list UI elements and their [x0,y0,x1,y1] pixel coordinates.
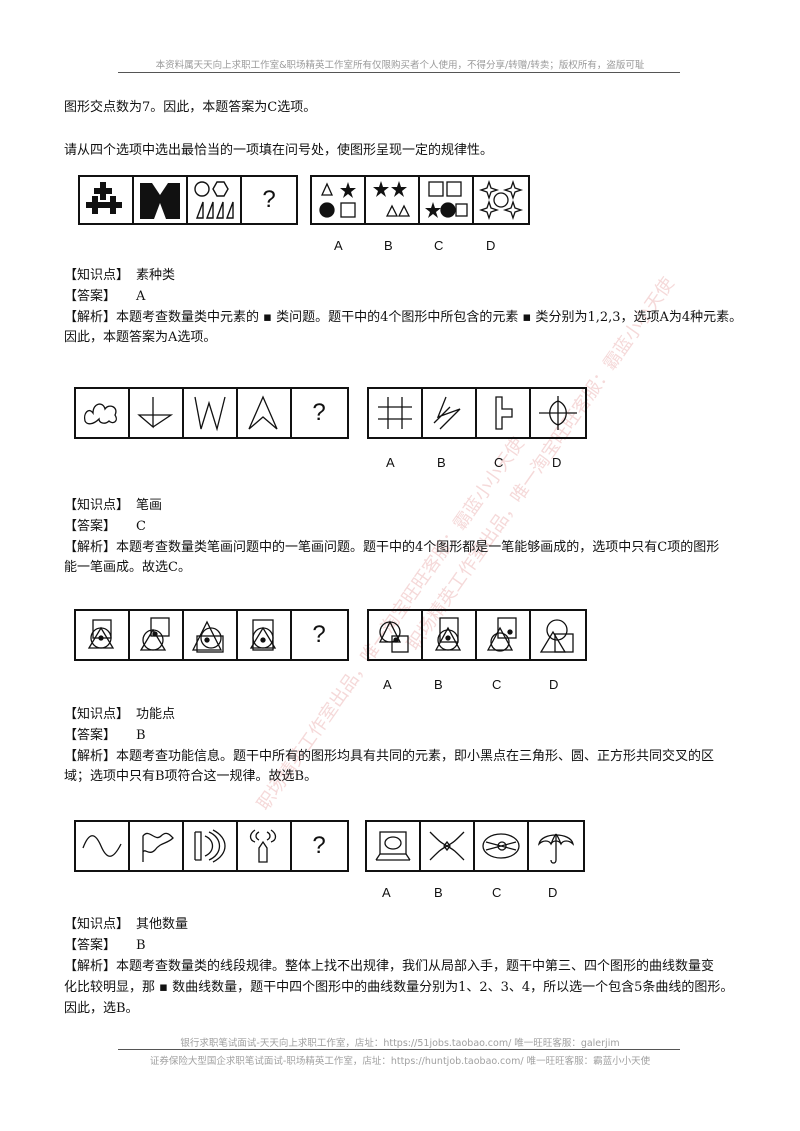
q2-stem-figure-1 [76,389,130,437]
q2-answer: 【答案】C [64,519,146,534]
q2-analysis: 【解析】本题考查数量类笔画问题中的一笔画问题。题干中的4个图形都是一笔能够画成的… [64,540,720,555]
q1-knowledge: 【知识点】素种类 [64,268,176,283]
q1-answer: 【答案】A [64,289,146,304]
q3-knowledge: 【知识点】功能点 [64,707,176,722]
q2-options-strip [367,387,587,439]
q3-answer: 【答案】B [64,728,146,743]
q4-stem-strip: ? [74,820,349,872]
q2-question-mark: ? [312,399,326,426]
q3-question-mark: ? [312,621,326,648]
q4-analysis-cont: 化比较明显，那 ▪ 数曲线数量，题干中四个图形中的曲线数量分别为1、2、3、4，… [64,980,734,995]
q2-analysis-cont: 能一笔画成。故选C。 [64,560,191,575]
q3-option-c-figure [477,611,531,659]
q4-stem-figure-4 [238,822,292,870]
q2-option-d-figure [531,389,585,437]
q4-stem-figure-2 [130,822,184,870]
q4-option-d-figure [529,822,583,870]
q4-question-mark: ? [312,832,326,859]
q2-stem-figure-3 [184,389,238,437]
q1-options-strip [310,175,530,225]
q3-stem-figure-3 [184,611,238,659]
intro-line: 图形交点数为7。因此，本题答案为C选项。 [64,100,317,115]
q4-answer: 【答案】B [64,938,146,953]
q4-knowledge: 【知识点】其他数量 [64,917,189,932]
footer-rule [118,1049,680,1050]
q1-analysis-cont: 因此，本题答案为A选项。 [64,330,217,345]
header-rule [118,72,680,73]
q2-stem-figure-4 [238,389,292,437]
q3-stem-strip: ? [74,609,349,661]
q4-option-c-figure [475,822,529,870]
footer-line-2: 证券保险大型国企求职笔试面试-职场精英工作室，店址：https://huntjo… [149,1056,651,1067]
q2-knowledge: 【知识点】笔画 [64,498,163,513]
footer-line-1: 银行求职笔试面试-天天向上求职工作室，店址：https://51jobs.tao… [180,1038,620,1049]
q1-option-a-figure [312,177,366,223]
q1-analysis: 【解析】本题考查数量类中元素的 ▪ 类问题。题干中的4个图形中所包含的元素 ▪ … [64,310,743,325]
q3-stem-figure-2 [130,611,184,659]
q1-option-d-figure [474,177,528,223]
q2-option-c-figure [477,389,531,437]
q2-option-a-figure [369,389,423,437]
q3-option-a-figure [369,611,423,659]
q4-options-strip [365,820,585,872]
q3-stem-figure-1 [76,611,130,659]
q2-option-b-figure [423,389,477,437]
q4-analysis-cont-2: 因此，选B。 [64,1001,139,1016]
page-header: 本资料属天天向上求职工作室&职场精英工作室所有仅限购买者个人使用，不得分享/转赠… [155,60,645,71]
q3-options-strip [367,609,587,661]
q1-stem-figure-2 [134,177,188,223]
q2-stem-strip: ? [74,387,349,439]
q1-option-b-figure [366,177,420,223]
q1-option-c-figure [420,177,474,223]
q2-stem-figure-2 [130,389,184,437]
q1-question-mark: ? [262,186,276,213]
q3-analysis: 【解析】本题考查功能信息。题干中所有的图形均具有共同的元素，即小黑点在三角形、圆… [64,749,715,764]
q1-stem-figure-1 [80,177,134,223]
q4-stem-figure-1 [76,822,130,870]
q1-stem-figure-3 [188,177,242,223]
q3-stem-figure-4 [238,611,292,659]
question-prompt: 请从四个选项中选出最恰当的一项填在问号处，使图形呈现一定的规律性。 [64,143,494,158]
q3-analysis-cont: 域；选项中只有B项符合这一规律。故选B。 [64,769,318,784]
q1-stem-strip: ? [78,175,298,225]
q4-stem-figure-3 [184,822,238,870]
q4-analysis: 【解析】本题考查数量类的线段规律。整体上找不出规律，我们从局部入手，题干中第三、… [64,959,715,974]
q3-option-d-figure [531,611,585,659]
q4-option-b-figure [421,822,475,870]
q4-option-a-figure [367,822,421,870]
q3-option-b-figure [423,611,477,659]
